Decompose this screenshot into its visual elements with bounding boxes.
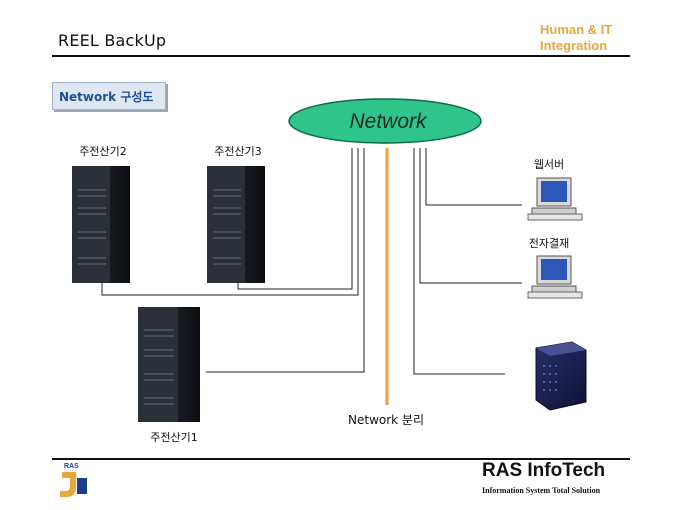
network-separation-label: Network 분리 — [348, 413, 424, 427]
link-server1 — [206, 148, 365, 373]
company-name: RAS InfoTech — [482, 460, 606, 481]
link-tower — [413, 148, 505, 375]
server-1 — [138, 307, 200, 422]
section-label-box: Network 구성도 — [52, 82, 166, 110]
link-approval — [419, 148, 522, 284]
server-2-label: 주전산기2 — [79, 145, 126, 158]
brand-tagline: Human & IT Integration — [540, 22, 612, 54]
brand-line-2: Integration — [540, 38, 608, 53]
backup-tower-server — [535, 341, 587, 411]
brand-line-1: Human & IT — [540, 22, 613, 37]
header-divider — [52, 55, 630, 57]
network-ellipse — [288, 98, 482, 144]
approval-pc — [527, 255, 583, 299]
footer-divider — [52, 458, 630, 460]
server-3 — [207, 166, 265, 283]
link-server3 — [237, 148, 353, 290]
approval-label: 전자결재 — [529, 237, 569, 250]
logo-text: RAS — [64, 463, 79, 470]
server-3-label: 주전산기3 — [214, 145, 261, 158]
network-label: Network — [349, 110, 428, 133]
webserver-label: 웹서버 — [534, 158, 564, 171]
logo-mark-icon — [60, 472, 87, 497]
ras-logo: RAS — [52, 463, 90, 501]
connection-lines — [101, 148, 522, 375]
server-1-label: 주전산기1 — [150, 431, 197, 444]
link-server2 — [101, 148, 359, 296]
webserver-pc — [527, 177, 583, 221]
link-webserver — [425, 148, 522, 206]
company-tagline: Information System Total Solution — [482, 486, 601, 495]
server-2 — [72, 166, 130, 283]
section-label: Network 구성도 — [59, 90, 154, 104]
page-title: REEL BackUp — [58, 31, 167, 50]
